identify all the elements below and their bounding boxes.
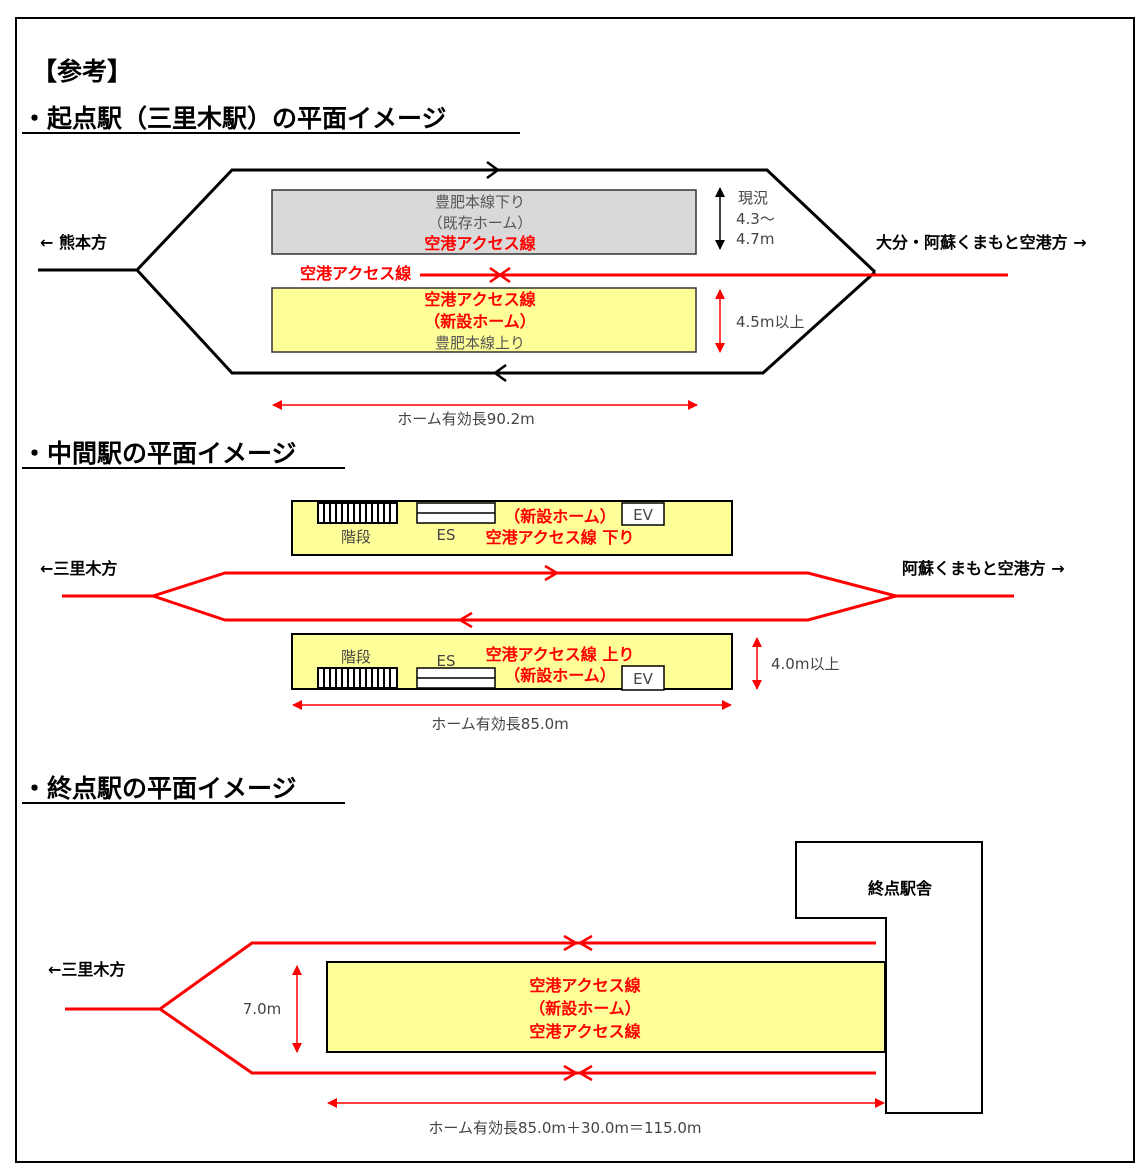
section-terminal-station: ・終点駅の平面イメージ 終点駅舎 空港アクセス線 （新設ホーム） 空港アクセス線… [22,774,983,1137]
platform-text: 空港アクセス線 [424,234,535,253]
elevator-box [621,665,665,691]
track-outbound [62,571,1014,598]
arrow-right-icon [544,564,560,582]
stairs-label: 階段 [341,648,371,666]
platform-text: 空港アクセス線 下り [486,528,635,547]
elevator-box [621,502,665,526]
bidirectional-icon [489,266,511,284]
platform-text: （新設ホーム） [529,999,641,1018]
bidirectional-icon [563,1064,593,1082]
platform-text: 空港アクセス線 [529,1022,640,1041]
arrow-left-icon [492,363,507,383]
section-heading: ・中間駅の平面イメージ [22,439,297,468]
station-building [795,841,983,1114]
existing-platform [271,189,697,255]
platform-text: （既存ホーム） [428,214,533,232]
es-label: ES [437,526,456,544]
station-building-label: 終点駅舎 [868,879,933,898]
length-text: ホーム有効長90.2m [397,410,535,428]
title: 【参考】 [32,57,132,86]
section-heading: ・起点駅（三里木駅）の平面イメージ [22,104,447,133]
length-text: ホーム有効長85.0m [431,715,569,733]
platform-text: 空港アクセス線 [424,290,535,309]
track-south [159,1007,876,1075]
arrow-right-icon [486,160,501,180]
es-label: ES [437,652,456,670]
stairs-icon [317,667,398,689]
length-text: ホーム有効長85.0m＋30.0m＝115.0m [428,1119,701,1137]
track-north [65,941,876,1011]
section-origin-station: ・起点駅（三里木駅）の平面イメージ 空港アクセス線 豊肥本線下り （既存ホーム）… [22,104,1087,428]
dimension-text: 4.5m以上 [736,313,804,331]
left-direction: ←三里木方 [48,960,125,979]
platform-text: 豊肥本線下り [435,193,525,211]
track-inbound [135,268,877,375]
dimension-text: 4.3～ [736,210,775,228]
platform-text: （新設ホーム） [424,312,536,331]
left-direction: ← 熊本方 [40,233,107,252]
platform-text: 空港アクセス線 上り [486,645,635,664]
section-intermediate-station: ・中間駅の平面イメージ EV 階段 ES （新設ホーム） 空港アクセス線 下り … [22,439,1065,733]
dimension-text: 現況 [738,189,768,207]
platform-text: （新設ホーム） [504,666,616,685]
track-outbound [38,168,877,274]
stairs-icon [317,502,398,524]
dimension-text: 4.7m [736,230,774,248]
right-direction: 阿蘇くまもと空港方 → [902,559,1065,578]
platform-text: （新設ホーム） [504,507,616,526]
section-heading: ・終点駅の平面イメージ [22,774,297,803]
new-platform [271,287,697,353]
arrow-left-icon [457,611,473,629]
track-inbound [152,594,897,622]
access-line-label: 空港アクセス線 [300,264,411,283]
ev-label: EV [633,506,653,524]
frame [15,17,1135,1163]
right-direction: 大分・阿蘇くまもと空港方 → [876,233,1087,252]
platform-text: 空港アクセス線 [529,976,640,995]
dimension-text: 4.0m以上 [771,655,839,673]
left-direction: ←三里木方 [40,559,117,578]
platform [326,961,886,1053]
dimension-text: 7.0m [243,1000,281,1018]
bidirectional-icon [563,934,593,952]
ev-label: EV [633,670,653,688]
stairs-label: 階段 [341,528,371,546]
platform-text: 豊肥本線上り [435,334,525,352]
